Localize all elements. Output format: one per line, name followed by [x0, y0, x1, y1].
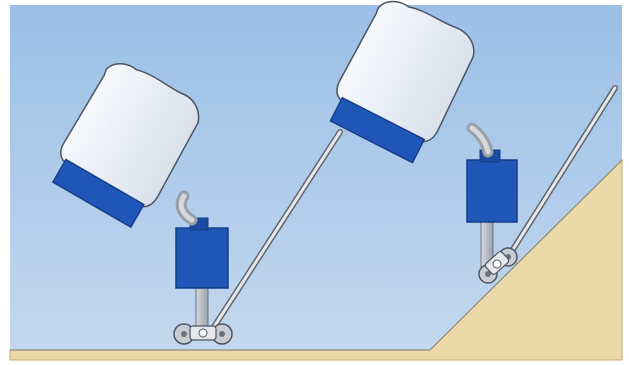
left-apparatus [51, 63, 343, 345]
pole-icon [207, 129, 343, 336]
wheel-icon [478, 247, 518, 284]
wheel-icon [173, 323, 233, 345]
right-apparatus [329, 0, 618, 284]
regulator-box-icon [466, 149, 518, 223]
slope-edge-line [429, 159, 623, 351]
support-pipe [195, 284, 209, 331]
scuba-tank-icon [51, 63, 200, 229]
scuba-tank-icon [329, 0, 475, 164]
regulator-box-icon [175, 217, 229, 289]
pole-icon [502, 85, 618, 265]
